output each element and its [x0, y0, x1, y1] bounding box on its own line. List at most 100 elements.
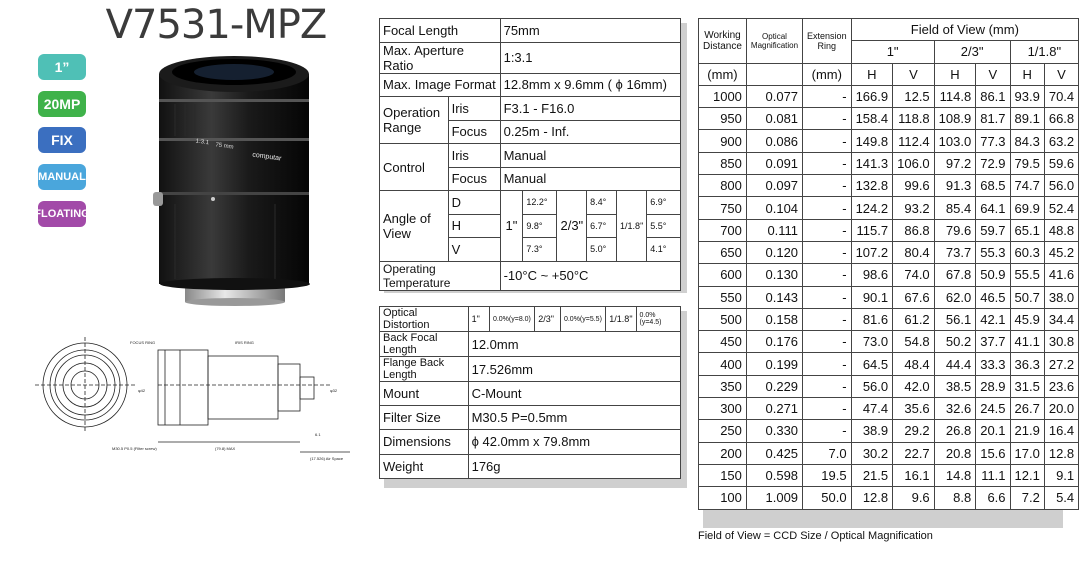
angle-3-d: 6.9°	[646, 190, 681, 215]
angle-v-label: V	[447, 237, 501, 262]
distortion-size-1: 1"	[467, 306, 490, 332]
table-cell: 118.8	[892, 107, 935, 131]
table-cell: 98.6	[850, 263, 894, 287]
table-cell: 112.4	[892, 129, 935, 153]
table-cell: 26.8	[933, 419, 977, 443]
table-cell: 81.6	[850, 307, 894, 332]
table-cell: 65.1	[1009, 218, 1045, 242]
table-cell: 11.1	[975, 463, 1011, 488]
table-cell: 86.1	[975, 84, 1011, 109]
table-cell: 0.104	[745, 196, 804, 220]
fov-unit-er: (mm)	[802, 62, 852, 86]
table-cell: 68.5	[975, 174, 1011, 198]
table-cell: 0.271	[745, 397, 804, 421]
table-cell: 450	[698, 330, 747, 354]
table-cell: 0.330	[745, 419, 804, 443]
table-cell: 500	[698, 307, 747, 332]
angle-2-h: 6.7°	[586, 213, 618, 238]
table-cell: 36.3	[1009, 352, 1045, 376]
table-cell: 41.1	[1009, 330, 1045, 354]
table-cell: 20.1	[975, 419, 1011, 443]
table-cell: 108.9	[933, 107, 977, 131]
table-cell: 62.0	[933, 285, 977, 309]
drawing-iris-ring-label: IRIS RING	[235, 340, 254, 345]
table-cell: 700	[698, 218, 747, 242]
table-cell: 149.8	[850, 129, 894, 153]
ffl-label: Flange Back Length	[379, 356, 469, 382]
table-cell: 166.9	[850, 84, 894, 109]
table-cell: 800	[698, 174, 747, 198]
distortion-2: 0.0%(y=5.5)	[559, 306, 607, 332]
table-cell: -	[802, 218, 852, 242]
table-cell: 22.7	[892, 441, 935, 465]
table-cell: 0.176	[745, 330, 804, 354]
table-cell: 56.0	[1043, 174, 1080, 198]
table-cell: 21.9	[1009, 419, 1045, 443]
table-cell: 45.9	[1009, 307, 1045, 332]
table-cell: 46.5	[975, 285, 1011, 309]
table-cell: 79.5	[1009, 151, 1045, 176]
table-cell: 50.7	[1009, 285, 1045, 309]
table-cell: -	[802, 352, 852, 376]
table-cell: 1000	[698, 84, 747, 109]
table-cell: 300	[698, 397, 747, 421]
table-cell: 250	[698, 419, 747, 443]
table-cell: 0.077	[745, 84, 804, 109]
bfl-label: Back Focal Length	[379, 331, 469, 357]
fov-size-3: 1/1.8"	[1009, 40, 1080, 64]
fov-h-3: H	[1009, 62, 1045, 86]
lens-focal-text: 75 mm	[215, 142, 234, 150]
dims-value: ϕ 42.0mm x 79.8mm	[467, 429, 682, 455]
table-cell: 48.4	[892, 352, 935, 376]
table-cell: 37.7	[975, 330, 1011, 354]
table-cell: 0.091	[745, 151, 804, 176]
lens-photo: 75 mm 1:3.1 computar	[153, 56, 310, 306]
table-cell: 59.7	[975, 218, 1011, 242]
distortion-label: Optical Distortion	[379, 306, 469, 332]
table-cell: 9.6	[892, 486, 935, 510]
angle-size-1: 1"	[499, 190, 524, 262]
table-cell: 900	[698, 129, 747, 153]
table-cell: 0.158	[745, 307, 804, 332]
table-cell: 21.5	[850, 463, 894, 488]
control-iris-value: Manual	[499, 143, 682, 168]
table-cell: 99.6	[892, 174, 935, 198]
filter-label: Filter Size	[379, 405, 469, 431]
table-cell: -	[802, 374, 852, 399]
table-cell: 14.8	[933, 463, 977, 488]
drawing-filter-screw-label: M30.5 P0.5 (Filter screw)	[112, 446, 157, 451]
angle-1-h: 9.8°	[522, 213, 558, 238]
operation-focus-value: 0.25m - Inf.	[499, 119, 682, 144]
table-cell: -	[802, 419, 852, 443]
fov-size-1: 1"	[850, 40, 935, 64]
table-cell: 0.199	[745, 352, 804, 376]
table-cell: 60.3	[1009, 240, 1045, 265]
fov-table: Working Distance Optical Magnification E…	[698, 17, 1080, 510]
angle-2-d: 8.4°	[586, 190, 618, 215]
distortion-size-3: 1/1.8"	[605, 306, 637, 332]
angle-h-label: H	[447, 213, 501, 238]
distortion-size-2: 2/3"	[534, 306, 561, 332]
drawing-dim-32: φ32	[330, 388, 338, 393]
table-cell: 89.1	[1009, 107, 1045, 131]
distortion-3: 0.0%(y=4.5)	[635, 306, 682, 332]
table-cell: 35.6	[892, 397, 935, 421]
table-cell: 103.0	[933, 129, 977, 153]
table-cell: 600	[698, 263, 747, 287]
angle-1-d: 12.2°	[522, 190, 558, 215]
table-cell: 650	[698, 240, 747, 265]
table-cell: -	[802, 240, 852, 265]
table-cell: 81.7	[975, 107, 1011, 131]
table-cell: -	[802, 330, 852, 354]
table-cell: 56.0	[850, 374, 894, 399]
table-cell: 90.1	[850, 285, 894, 309]
table-cell: 5.4	[1043, 486, 1080, 510]
table-cell: 12.8	[1043, 441, 1080, 465]
table-cell: 31.5	[1009, 374, 1045, 399]
table-cell: 16.4	[1043, 419, 1080, 443]
filter-value: M30.5 P=0.5mm	[467, 405, 682, 431]
